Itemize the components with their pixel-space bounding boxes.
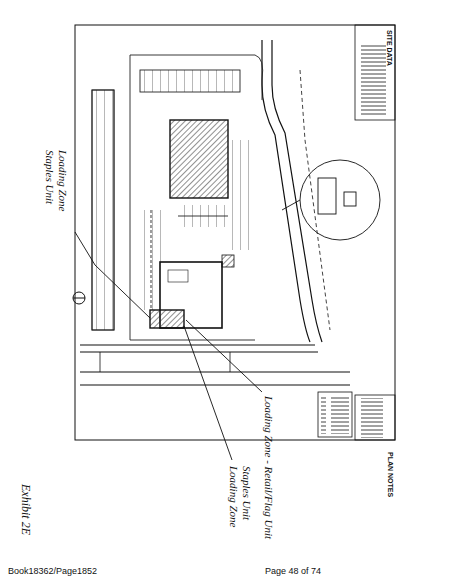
- printed-label: SITE DATA: [385, 30, 393, 66]
- plan-stroke: [282, 200, 300, 210]
- plan-stroke: [321, 396, 349, 434]
- buildings: [150, 120, 234, 328]
- parking-lot: [92, 55, 263, 340]
- sheet-frame: [75, 25, 395, 440]
- handwritten-note: Exhibit 2E: [18, 484, 32, 535]
- plan-stroke: [140, 210, 162, 310]
- printed-label: PLAN NOTES: [386, 452, 394, 497]
- plan-stroke: [318, 178, 336, 214]
- plan-stroke: [92, 90, 114, 330]
- road: [80, 40, 350, 385]
- handwritten-note: Loading Zone - Retail/Flag Unit: [262, 396, 275, 539]
- plan-stroke: [186, 320, 262, 392]
- printed-label: Book18362/Page1852: [8, 566, 97, 576]
- detail-circle: [282, 160, 380, 240]
- plan-stroke: [170, 120, 228, 198]
- plan-stroke: [300, 70, 330, 330]
- north-arrow: [73, 292, 85, 304]
- plan-stroke: [140, 70, 240, 92]
- handwritten-note: Loading Zone Staples Unit: [44, 150, 69, 230]
- handwritten-note: Staples Unit Loading Zone: [228, 466, 253, 536]
- plan-stroke: [150, 310, 184, 328]
- plan-stroke: [355, 25, 395, 120]
- printed-label: Page 48 of 74: [265, 566, 321, 576]
- leader-lines: [75, 232, 262, 460]
- plan-stroke: [222, 255, 234, 267]
- plan-stroke: [168, 270, 188, 282]
- plan-stroke: [92, 90, 114, 330]
- plan-stroke: [232, 140, 254, 250]
- plan-stroke: [80, 345, 318, 352]
- plan-stroke: [75, 232, 150, 318]
- plan-stroke: [358, 398, 383, 438]
- plan-stroke: [184, 326, 232, 460]
- plan-stroke: [272, 40, 322, 342]
- plan-stroke: [355, 395, 395, 440]
- plan-stroke: [151, 210, 152, 310]
- plan-stroke: [318, 392, 352, 437]
- plan-stroke: [73, 298, 85, 299]
- plan-stroke: [73, 292, 85, 304]
- plan-stroke: [75, 25, 395, 440]
- plan-stroke: [178, 216, 228, 217]
- plan-stroke: [80, 372, 350, 385]
- plan-stroke: [300, 160, 380, 240]
- plan-stroke: [130, 55, 263, 340]
- plan-stroke: [100, 352, 230, 372]
- plan-stroke: [262, 40, 310, 342]
- plan-stroke: [178, 205, 228, 227]
- plan-stroke: [344, 192, 356, 206]
